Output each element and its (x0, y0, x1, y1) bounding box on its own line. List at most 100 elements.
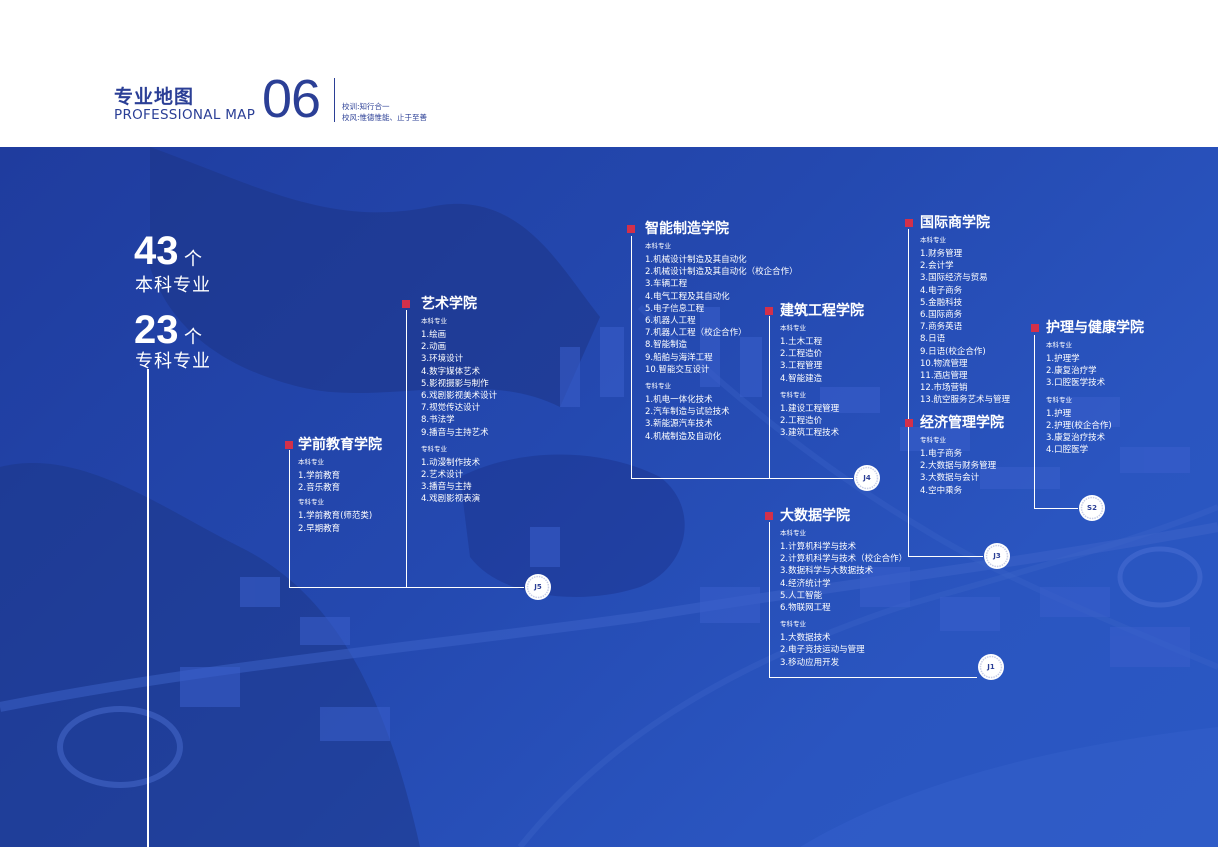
major-item: 3.播音与主持 (421, 482, 472, 493)
connector-line (769, 677, 977, 678)
major-item: 2.汽车制造与试验技术 (645, 407, 730, 418)
college-name: 国际商学院 (920, 215, 990, 231)
header-divider (334, 78, 335, 122)
major-item: 3.国际经济与贸易 (920, 273, 988, 284)
connector-line (631, 236, 632, 479)
college-name: 艺术学院 (421, 296, 477, 312)
college-economics-management: 经济管理学院 专科专业 1.电子商务 2.大数据与财务管理 3.大数据与会计 4… (905, 414, 1004, 497)
school-motto: 校训:知行合一 校风:惟德惟能、止于至善 (342, 101, 427, 123)
major-item: 7.视觉传达设计 (421, 403, 481, 414)
major-item: 4.空中乘务 (920, 485, 963, 496)
major-item: 3.移动应用开发 (780, 657, 840, 668)
college-marker (765, 307, 773, 315)
connector-line (908, 229, 909, 557)
section-number: 06 (262, 69, 321, 129)
college-big-data: 大数据学院 本科专业 1.计算机科学与技术 2.计算机科学与技术（校企合作） 3… (765, 507, 908, 669)
major-item: 9.日语(校企合作) (920, 346, 986, 357)
badge-label: J5 (534, 583, 542, 591)
major-item: 1.机电一体化技术 (645, 395, 713, 406)
badge-label: J3 (993, 552, 1001, 560)
category-label: 专科专业 (920, 436, 946, 444)
undergrad-count: 43 (134, 229, 179, 273)
category-label: 专科专业 (780, 620, 806, 629)
category-label: 本科专业 (780, 529, 806, 537)
major-item: 2.康复治疗学 (1046, 366, 1097, 377)
college-name: 经济管理学院 (920, 415, 1004, 431)
major-item: 13.航空服务艺术与管理 (920, 395, 1011, 406)
major-item: 1.动漫制作技术 (421, 457, 481, 468)
major-item: 4.经济统计学 (780, 578, 831, 589)
motto-line-1: 校训:知行合一 (342, 102, 390, 111)
college-name: 护理与健康学院 (1046, 320, 1144, 336)
major-item: 3.新能源汽车技术 (645, 419, 713, 430)
college-marker (905, 219, 913, 227)
major-item: 2.大数据与财务管理 (920, 461, 997, 472)
major-item: 12.市场营销 (920, 383, 968, 394)
category-label: 专科专业 (780, 390, 806, 399)
major-item: 3.环境设计 (421, 354, 464, 365)
major-item: 1.计算机科学与技术 (780, 542, 857, 552)
major-item: 5.金融科技 (920, 297, 963, 308)
major-item: 1.绘画 (421, 330, 447, 340)
building-badge-j3: J3 (983, 542, 1011, 570)
major-item: 5.人工智能 (780, 590, 823, 601)
category-label: 专科专业 (645, 382, 671, 391)
badge-label: J1 (987, 663, 995, 671)
building-badge-s2: S2 (1078, 494, 1106, 522)
major-item: 1.学前教育(师范类) (298, 511, 373, 522)
category-label: 本科专业 (1046, 341, 1072, 349)
badge-label: J4 (863, 474, 871, 482)
major-item: 6.国际商务 (920, 310, 963, 321)
major-item: 6.机器人工程 (645, 316, 696, 327)
connector-line (769, 316, 770, 478)
major-item: 2.动画 (421, 342, 447, 353)
major-item: 1.护理学 (1046, 354, 1080, 364)
major-item: 2.护理(校企合作) (1046, 420, 1112, 431)
major-item: 4.口腔医学 (1046, 445, 1089, 456)
category-label: 专科专业 (298, 498, 324, 507)
college-architecture: 建筑工程学院 本科专业 1.土木工程 2.工程造价 3.工程管理 4.智能建造 … (765, 302, 864, 439)
major-item: 2.音乐教育 (298, 483, 341, 494)
stats-line (147, 369, 149, 847)
category-label: 本科专业 (645, 242, 671, 250)
college-unit: 个 (184, 327, 202, 348)
major-item: 4.智能建造 (780, 373, 823, 384)
connector-line (289, 450, 290, 587)
major-item: 2.会计学 (920, 261, 954, 272)
building-badge-j4: J4 (853, 464, 881, 492)
college-name: 智能制造学院 (645, 221, 729, 237)
building-badge-j5: J5 (524, 573, 552, 601)
major-item: 1.电子商务 (920, 449, 963, 459)
major-item: 3.工程管理 (780, 361, 823, 372)
major-item: 7.机器人工程（校企合作） (645, 328, 747, 339)
major-item: 1.学前教育 (298, 471, 341, 481)
college-marker (905, 419, 913, 427)
category-label: 本科专业 (920, 236, 946, 244)
major-item: 2.计算机科学与技术（校企合作） (780, 554, 908, 565)
category-label: 本科专业 (780, 324, 806, 332)
major-item: 2.工程造价 (780, 416, 823, 427)
connector-line (1034, 335, 1035, 509)
college-marker (1031, 324, 1039, 332)
major-item: 3.康复治疗技术 (1046, 433, 1106, 444)
category-label: 专科专业 (1046, 395, 1072, 404)
major-item: 7.商务英语 (920, 322, 963, 333)
college-name: 学前教育学院 (298, 437, 382, 453)
major-item: 10.智能交互设计 (645, 364, 710, 375)
college-intelligent-manufacturing: 智能制造学院 本科专业 1.机械设计制造及其自动化 2.机械设计制造及其自动化（… (627, 220, 798, 443)
major-item: 9.船舶与海洋工程 (645, 352, 713, 363)
connector-line (289, 587, 524, 588)
major-item: 8.智能制造 (645, 340, 688, 351)
connector-line (908, 556, 983, 557)
major-item: 3.口腔医学技术 (1046, 378, 1106, 389)
college-marker (285, 441, 293, 449)
connector-line (1034, 508, 1078, 509)
page-title: 专业地图 (114, 86, 195, 108)
major-item: 3.车辆工程 (645, 279, 688, 290)
major-item: 4.机械制造及自动化 (645, 431, 722, 442)
connector-line (769, 522, 770, 678)
connector-line (631, 478, 853, 479)
college-marker (402, 300, 410, 308)
campus-aerial-illustration (0, 147, 1218, 847)
major-item: 6.物联网工程 (780, 603, 831, 614)
